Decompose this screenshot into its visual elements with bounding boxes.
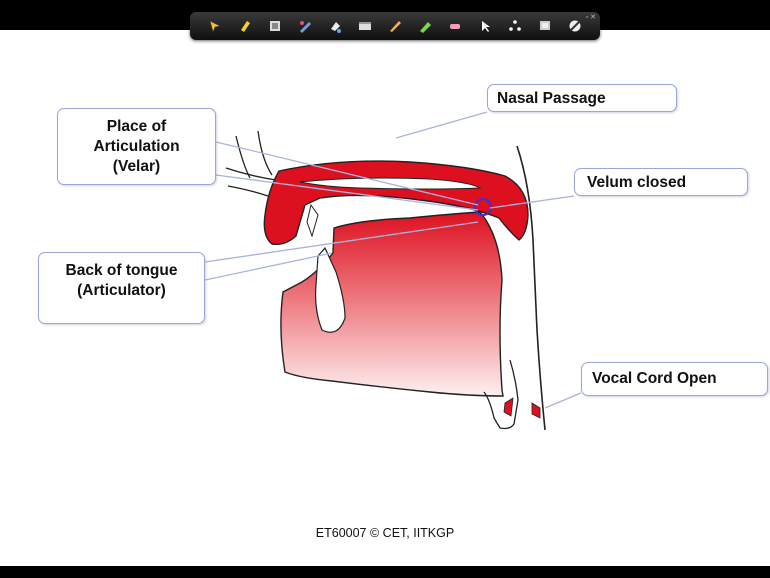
pointer-icon[interactable] — [207, 18, 223, 34]
arrow-cursor-icon[interactable] — [477, 18, 493, 34]
callout-back-of-tongue: Back of tongue (Articulator) — [38, 252, 205, 324]
marker-icon[interactable] — [417, 18, 433, 34]
vocal-cord-left — [504, 398, 513, 416]
annotation-toolbar: ▫ ✕ — [190, 12, 600, 40]
pen-tool-icon[interactable] — [297, 18, 313, 34]
highlighter-icon[interactable] — [237, 18, 253, 34]
vocal-cord-right — [532, 403, 540, 418]
callout-nasal-label: Nasal Passage — [497, 90, 606, 107]
leader-nasal — [396, 112, 487, 138]
pharynx-wall — [517, 146, 545, 430]
callout-vocal-label: Vocal Cord Open — [592, 370, 717, 387]
clear-icon[interactable] — [567, 18, 583, 34]
callout-tongue-line1: Back of tongue — [39, 261, 204, 281]
callout-place-line1: Place of — [58, 117, 215, 137]
callout-velum-closed: Velum closed — [574, 168, 748, 196]
toolbar-window-controls-icon[interactable]: ▫ ✕ — [586, 14, 596, 21]
whiteboard-icon[interactable] — [357, 18, 373, 34]
callout-place-of-articulation: Place of Articulation (Velar) — [57, 108, 216, 185]
eraser-icon[interactable] — [447, 18, 463, 34]
callout-nasal-passage: Nasal Passage — [487, 84, 677, 112]
upper-tooth — [307, 205, 318, 236]
callout-tongue-line2: (Articulator) — [39, 281, 204, 301]
slide-footer: ET60007 © CET, IITKGP — [0, 526, 770, 540]
fill-icon[interactable] — [327, 18, 343, 34]
callout-place-line2: Articulation — [58, 137, 215, 157]
callout-velum-label: Velum closed — [587, 174, 686, 191]
tongue-body — [281, 212, 503, 396]
leader-vocal — [545, 393, 581, 408]
pencil-icon[interactable] — [387, 18, 403, 34]
bottom-black-bar — [0, 566, 770, 578]
spotlight-icon[interactable] — [507, 18, 523, 34]
board-icon[interactable] — [537, 18, 553, 34]
screen-capture-icon[interactable] — [267, 18, 283, 34]
callout-vocal-cord-open: Vocal Cord Open — [581, 362, 768, 396]
callout-place-line3: (Velar) — [58, 157, 215, 177]
